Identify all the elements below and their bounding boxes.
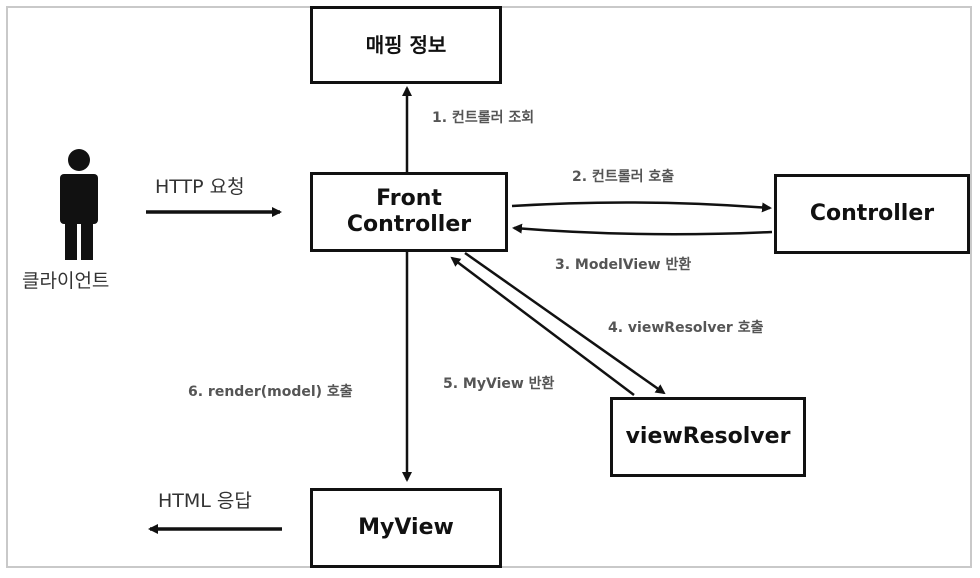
html-response-label: HTML 응답 (158, 490, 252, 512)
step-1-label: 1. 컨트롤러 조회 (432, 110, 535, 126)
client-label: 클라이언트 (22, 270, 110, 292)
step-4-label: 4. viewResolver 호출 (608, 320, 764, 336)
front-controller-box: Front Controller (310, 172, 508, 252)
person-icon (60, 149, 98, 260)
arrow-call-controller (511, 201, 772, 213)
arrow-modelview-return (512, 223, 773, 236)
step-5-label: 5. MyView 반환 (443, 376, 555, 392)
step-2-label: 2. 컨트롤러 호출 (572, 169, 675, 185)
mapping-info-box: 매핑 정보 (310, 6, 502, 84)
controller-box: Controller (774, 174, 970, 254)
my-view-box: MyView (310, 488, 502, 568)
view-resolver-box: viewResolver (610, 397, 806, 477)
step-3-label: 3. ModelView 반환 (555, 257, 692, 273)
arrow-myview-return (450, 256, 635, 396)
front-controller-label-line2: Controller (346, 212, 472, 237)
http-request-label: HTTP 요청 (155, 176, 245, 198)
mapping-info-label: 매핑 정보 (365, 33, 447, 57)
arrow-call-viewresolver (464, 251, 666, 395)
front-controller-label-line1: Front (376, 185, 442, 211)
my-view-label: MyView (358, 514, 454, 540)
controller-label: Controller (809, 200, 935, 226)
step-6-label: 6. render(model) 호출 (188, 384, 353, 400)
view-resolver-label: viewResolver (625, 423, 791, 449)
